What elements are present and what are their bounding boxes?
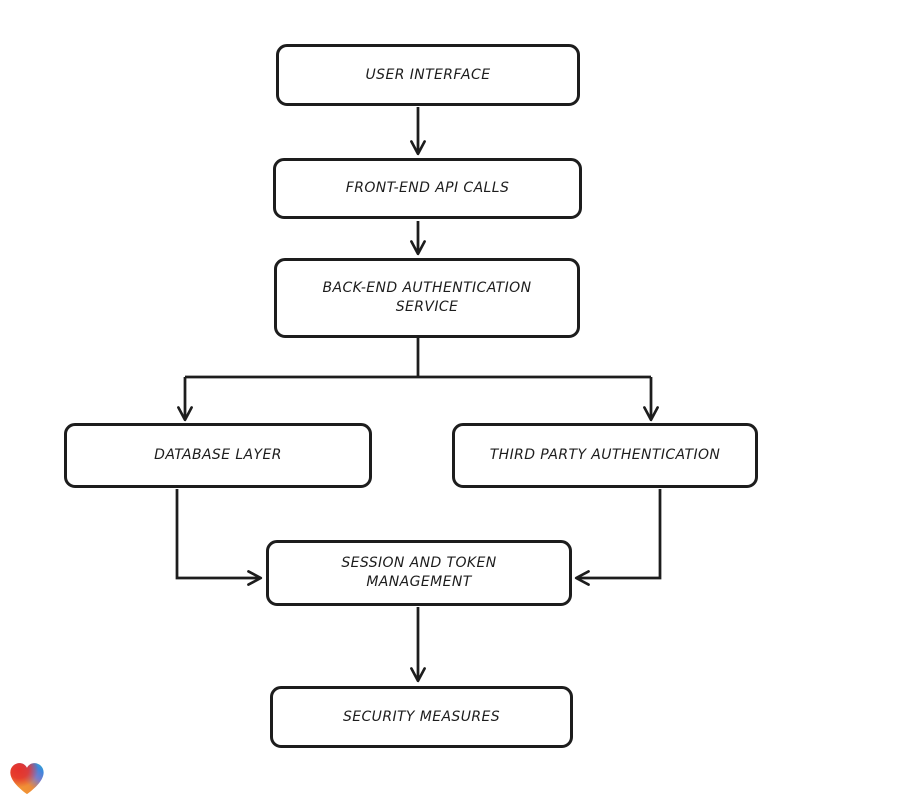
edge-thirdparty-to-session xyxy=(574,489,662,586)
edge-database-to-session xyxy=(175,489,263,586)
node-label: BACK-END AUTHENTICATION SERVICE xyxy=(322,280,532,315)
node-label: THIRD PARTY AUTHENTICATION xyxy=(489,447,721,464)
node-label: DATABASE LAYER xyxy=(154,447,282,464)
node-label: FRONT-END API CALLS xyxy=(345,180,510,197)
node-user-interface: USER INTERFACE xyxy=(276,44,580,106)
node-security-measures: SECURITY MEASURES xyxy=(270,686,573,748)
heart-icon xyxy=(10,763,44,795)
node-session-and-token-management: SESSION AND TOKEN MANAGEMENT xyxy=(266,540,572,606)
node-label: USER INTERFACE xyxy=(365,66,491,83)
node-back-end-authentication-service: BACK-END AUTHENTICATION SERVICE xyxy=(274,258,580,338)
gradient-heart-logo[interactable] xyxy=(8,760,46,797)
node-database-layer: DATABASE LAYER xyxy=(64,423,372,488)
node-label: SECURITY MEASURES xyxy=(342,708,501,725)
node-front-end-api-calls: FRONT-END API CALLS xyxy=(273,158,582,219)
node-third-party-authentication: THIRD PARTY AUTHENTICATION xyxy=(452,423,758,488)
node-label: SESSION AND TOKEN MANAGEMENT xyxy=(341,555,497,590)
